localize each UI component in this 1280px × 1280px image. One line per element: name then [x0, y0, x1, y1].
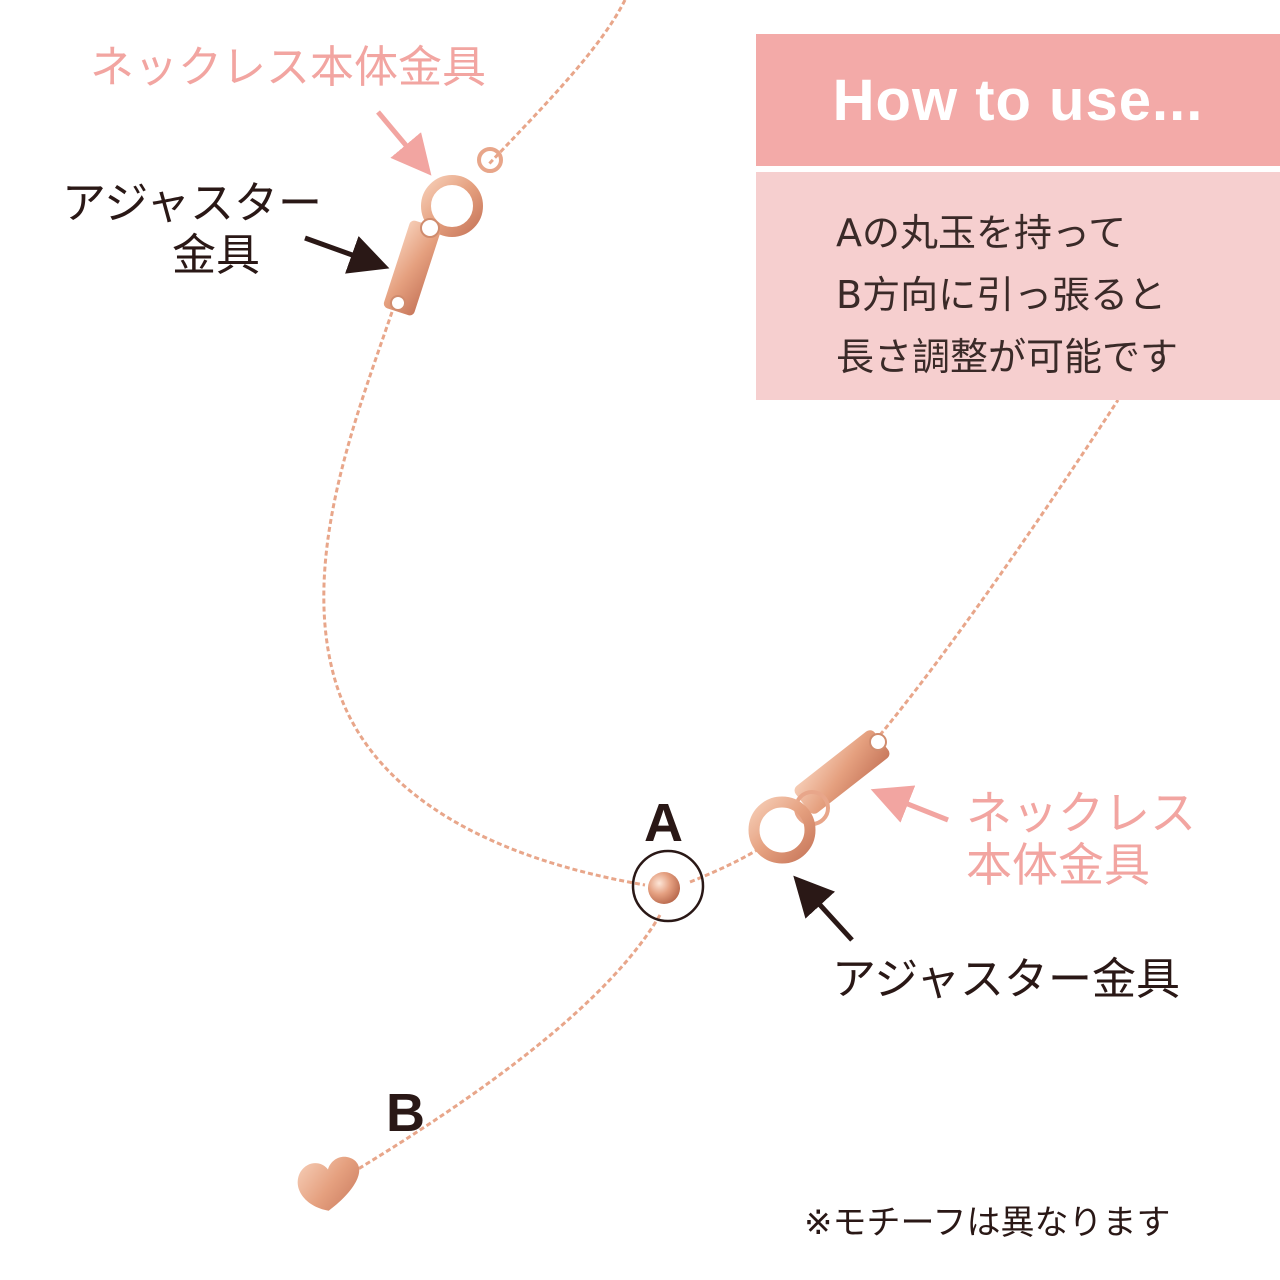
heart-charm [297, 1156, 360, 1211]
top-adjuster-plate [383, 218, 441, 316]
arrow-bottom-adjuster [793, 875, 854, 942]
label-bottom-adjuster: アジャスター金具 [832, 954, 1181, 1005]
top-spring-ring [421, 175, 483, 237]
label-point-b: B [386, 1083, 425, 1143]
top-jump-ring [477, 147, 503, 173]
chain-right-strand [878, 399, 1120, 736]
panel-line-3: 長さ調整が可能です [836, 335, 1179, 379]
panel-line-1: Aの丸玉を持って [836, 211, 1127, 255]
label-top-necklace-clasp: ネックレス本体金具 [90, 42, 486, 93]
how-to-use-panel: How to use... Aの丸玉を持って B方向に引っ張ると 長さ調整が可能… [756, 34, 1280, 400]
arrow-right-necklace-clasp [870, 785, 949, 823]
panel-line-2: B方向に引っ張ると [836, 273, 1167, 317]
chain-top-strand [486, 0, 627, 167]
chain-left-strand [322, 311, 646, 887]
slider-ball [648, 872, 680, 904]
panel-body: Aの丸玉を持って B方向に引っ張ると 長さ調整が可能です [756, 172, 1280, 400]
label-top-adjuster-line2: 金具 [172, 230, 260, 281]
panel-title: How to use... [756, 34, 1280, 166]
arrow-top-necklace-clasp [376, 110, 432, 176]
highlight-circle-a [631, 849, 705, 923]
chain-tail [339, 914, 662, 1182]
label-right-necklace-line2: 本体金具 [966, 838, 1150, 892]
arrow-top-adjuster [304, 235, 390, 274]
label-right-necklace-line1: ネックレス [966, 786, 1196, 840]
right-spring-ring [748, 796, 816, 864]
note-motif-differs: ※モチーフは異なります [804, 1203, 1171, 1243]
label-point-a: A [644, 793, 683, 853]
label-top-adjuster-line1: アジャスター [62, 178, 323, 229]
